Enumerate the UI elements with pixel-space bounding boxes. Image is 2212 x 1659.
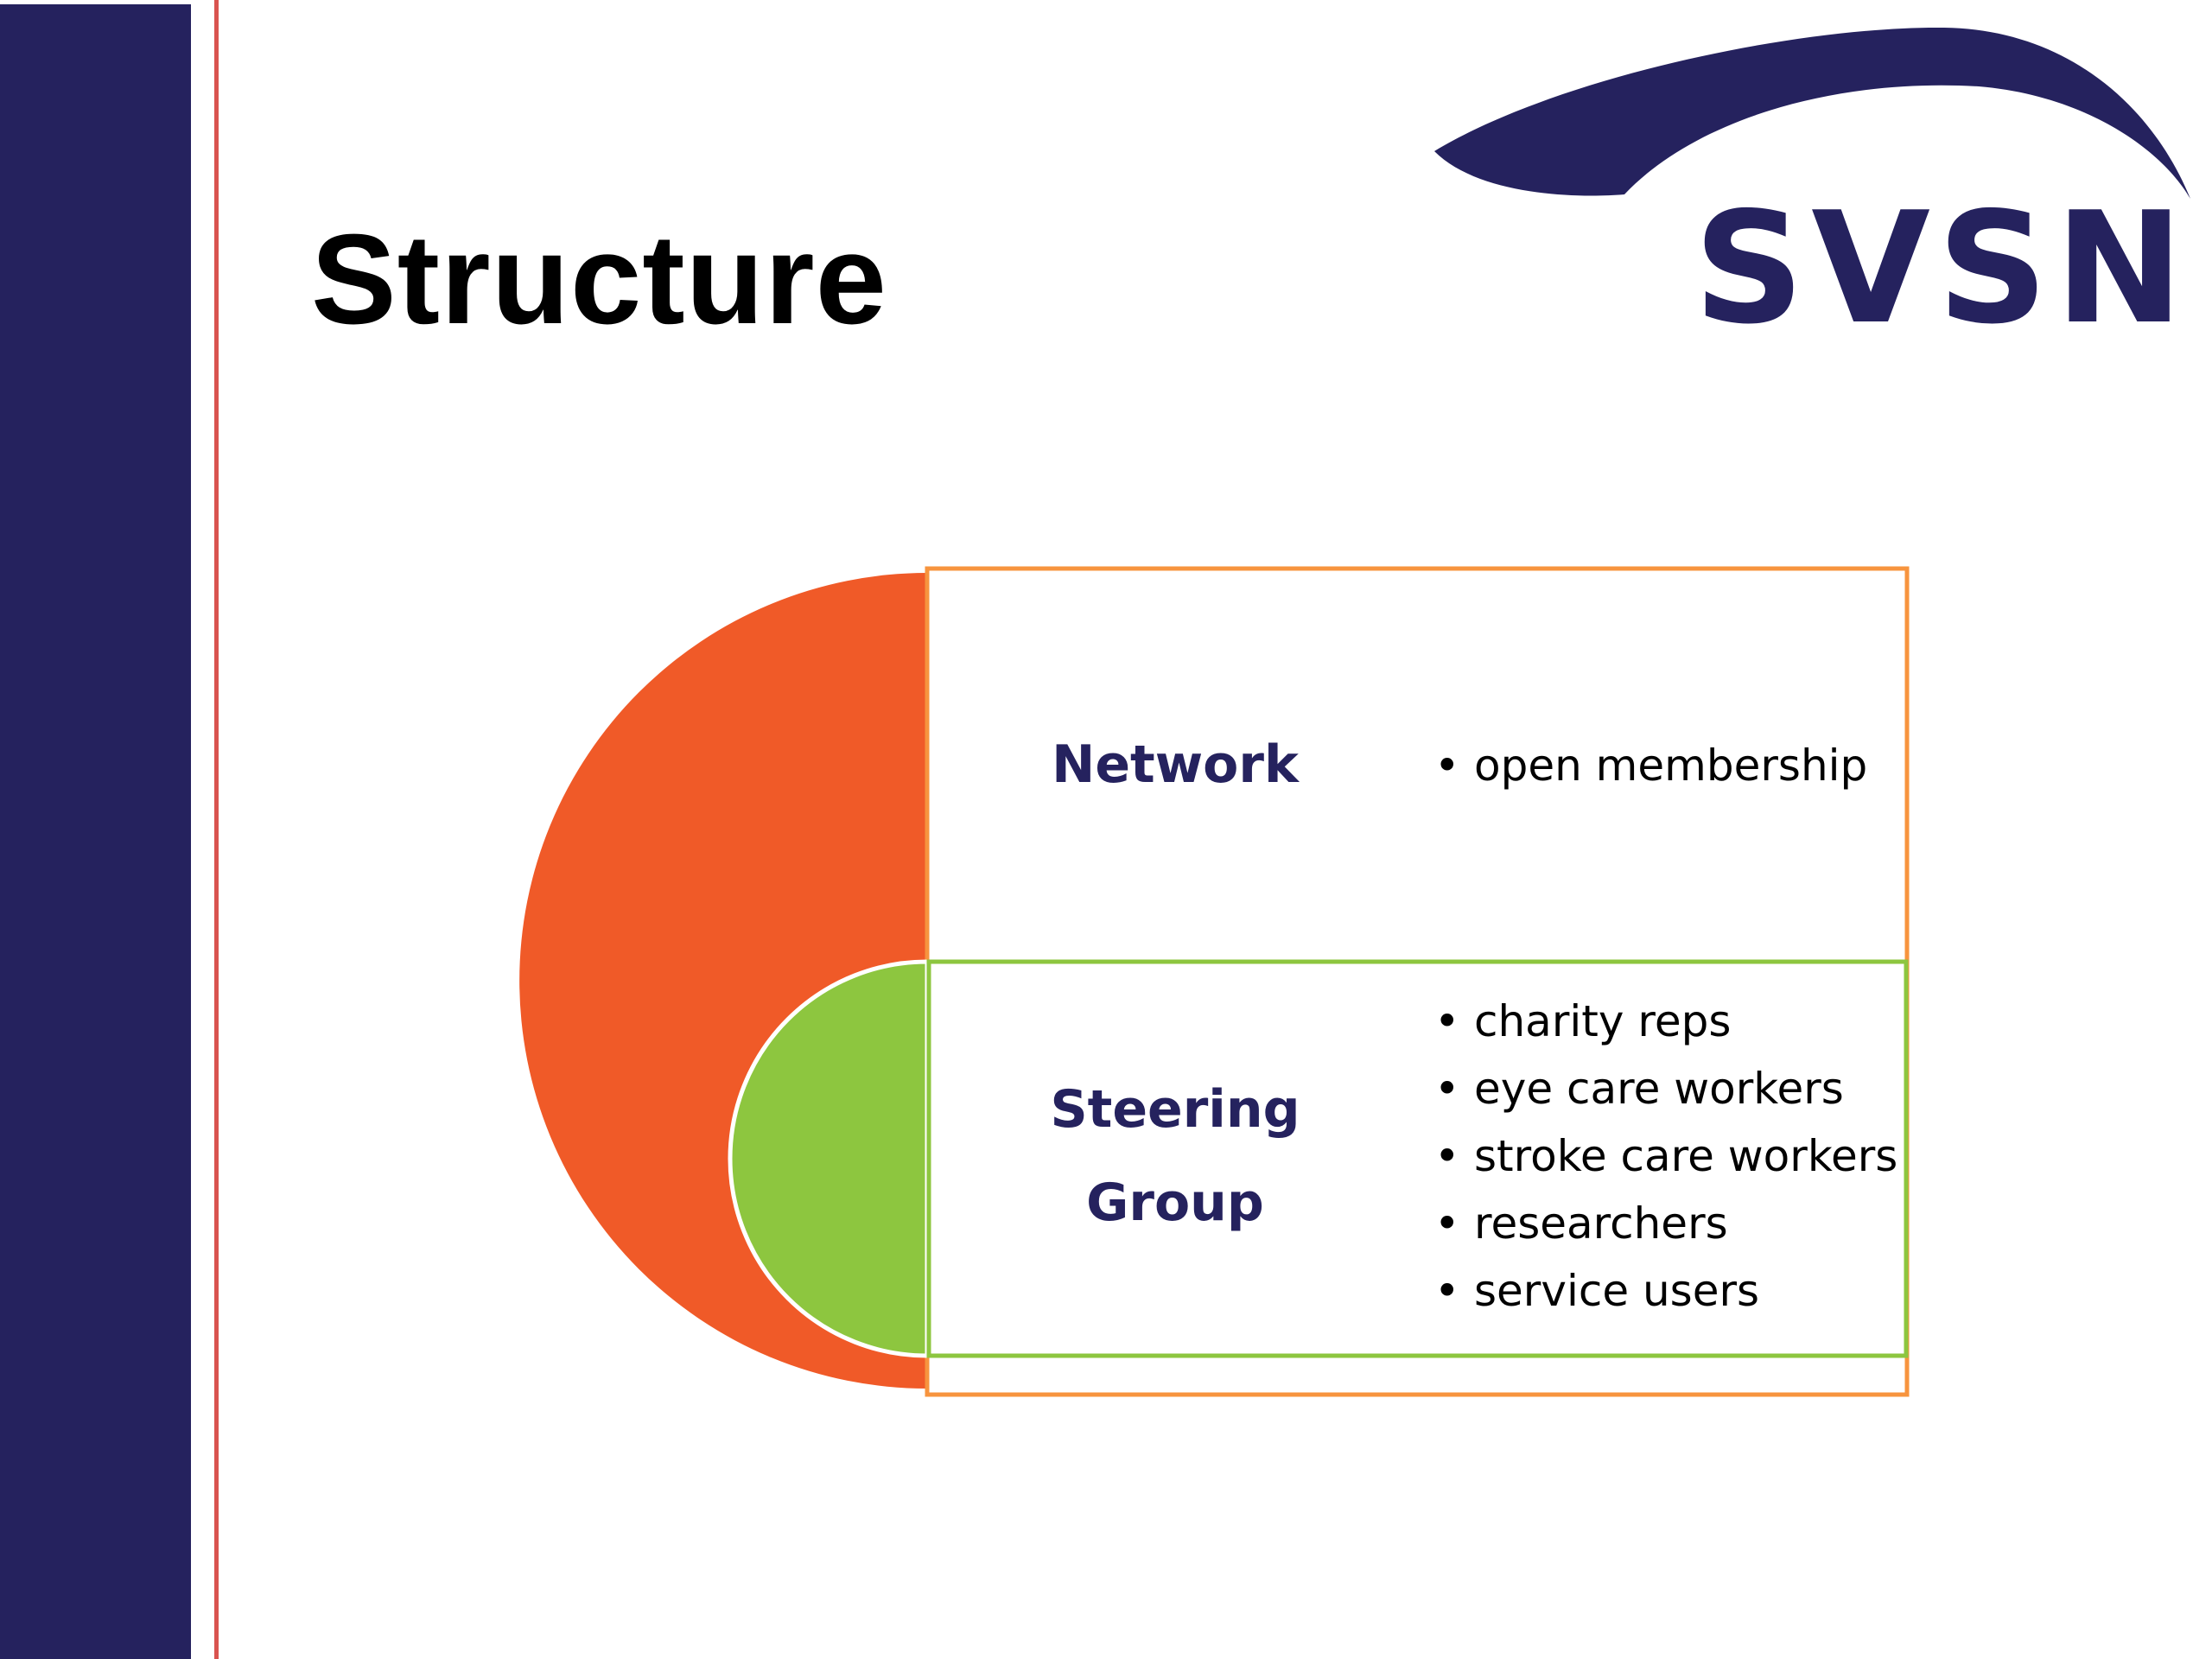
steering-bullet: service users [1434, 1257, 1897, 1325]
steering-bullet: charity reps [1434, 988, 1897, 1055]
network-bullet-list: open membership [1434, 733, 1867, 798]
steering-bullet-list: charity reps eye care workers stroke car… [1434, 988, 1897, 1325]
steering-group-label: Steering Group [985, 1063, 1365, 1249]
steering-bullet: researchers [1434, 1190, 1897, 1257]
logo-text: SVSN [1694, 179, 2190, 346]
left-navy-bar [0, 4, 191, 1659]
steering-bullet: stroke care workers [1434, 1122, 1897, 1190]
steering-label-line1: Steering [1050, 1079, 1300, 1140]
network-label: Network [1052, 734, 1299, 795]
steering-label-line2: Group [1086, 1173, 1264, 1233]
red-vertical-rule [214, 0, 219, 1659]
slide-title: Structure [311, 208, 887, 351]
steering-bullet: eye care workers [1434, 1055, 1897, 1122]
logo-swoosh [1434, 27, 2190, 199]
network-bullet: open membership [1434, 733, 1867, 798]
svsn-logo: SVSN [1434, 27, 2190, 346]
steering-half-circle [728, 959, 930, 1358]
